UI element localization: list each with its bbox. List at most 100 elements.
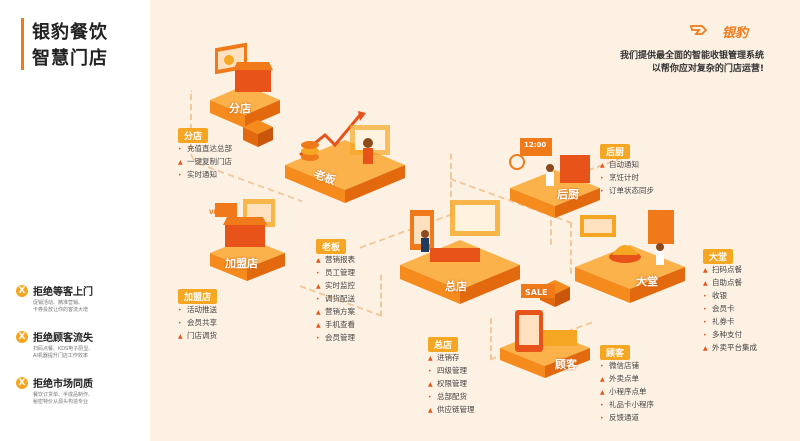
- point-1-desc-line1: 促销活动、精准营销、: [33, 300, 84, 306]
- point-2-desc-line2: AI机器提升门店工作效率: [33, 353, 88, 359]
- arrow-bullet-icon: ▲: [178, 333, 183, 340]
- dot-bullet-icon: •: [600, 188, 604, 195]
- franchise-feature-list: •活动推送•会员共享▲门店调货: [178, 304, 217, 343]
- customer-feature-item: ▲ 外卖点单: [600, 373, 654, 386]
- dot-bullet-icon: •: [600, 175, 604, 182]
- branch-feature-label: 实时通知: [187, 170, 217, 179]
- hall-illustration: [575, 210, 685, 303]
- x-icon: X: [16, 331, 28, 343]
- arrow-bullet-icon: ▲: [600, 376, 605, 383]
- hall-feature-item: ▲自助点餐: [703, 277, 757, 290]
- kitchen-feature-label: 自动通知: [609, 160, 639, 169]
- brand-title-line1: 银豹餐饮: [32, 22, 108, 43]
- arrow-bullet-icon: ▲: [178, 159, 183, 166]
- tagline-line1: 我们提供最全面的智能收银管理系统: [619, 51, 764, 61]
- franchise-feature-head: 加盟店: [178, 289, 218, 304]
- arrow-bullet-icon: ▲: [703, 345, 708, 352]
- point-1-title: 拒绝等客上门: [33, 287, 93, 298]
- customer-platform: SALE 顾客: [495, 280, 595, 384]
- hall-feature-item: •会员卡: [703, 303, 757, 316]
- hq-feature-item: ▲ 进销存: [428, 352, 475, 365]
- title-accent-bar: [21, 18, 24, 70]
- branch-illustration: [210, 42, 280, 128]
- franchise-feature-item: ▲ 门店调货: [178, 330, 217, 343]
- arrow-bullet-icon: ▲: [316, 283, 321, 290]
- franchise-platform-label: 加盟店: [225, 257, 258, 270]
- hall-feature-head: 大堂: [703, 249, 734, 264]
- boss-feature-label: 员工管理: [325, 268, 355, 277]
- customer-feature-head: 顾客: [600, 345, 631, 360]
- dot-bullet-icon: •: [600, 402, 604, 409]
- point-2-desc: 扫码点餐、KDS电子厨显、 AI机器提升门店工作效率: [33, 346, 93, 360]
- boss-feature-label: 营销报表: [325, 255, 355, 264]
- franchise-illustration: [210, 199, 285, 281]
- dot-bullet-icon: •: [316, 296, 320, 303]
- arrow-bullet-icon: ▲: [703, 267, 708, 274]
- dot-bullet-icon: •: [316, 335, 320, 342]
- dot-bullet-icon: •: [703, 293, 707, 300]
- franchise-feature-item: •活动推送: [178, 304, 217, 317]
- dot-bullet-icon: •: [428, 394, 432, 401]
- dot-bullet-icon: •: [178, 320, 182, 327]
- dot-bullet-icon: •: [178, 146, 182, 153]
- customer-platform-label: 顾客: [555, 358, 577, 371]
- customer-feature-list: •微信店铺▲外卖点单▲小程序点单•礼品卡小程序•反馈通道: [600, 360, 654, 425]
- hq-feature-item: • 总部配货: [428, 391, 475, 404]
- hall-feature-label: 多种支付: [712, 330, 742, 339]
- kitchen-feature-label: 订单状态同步: [609, 186, 654, 195]
- hq-feature-list: ▲进销存•四级管理▲权限管理•总部配货▲供应链管理: [428, 352, 475, 417]
- boss-platform: 老板: [280, 95, 410, 209]
- franchise-feature-label: 门店调货: [187, 331, 217, 340]
- hq-feature-label: 总部配货: [437, 392, 467, 401]
- boss-feature-item: ▲实时监控: [316, 280, 355, 293]
- point-3-desc-line2: 秘密特价从源头构造专业: [33, 399, 89, 405]
- point-3-desc: 餐饮订货单、半成品制作、 秘密特价从源头构造专业: [33, 392, 93, 406]
- hall-feature-list: ▲扫码点餐▲自助点餐•收银•会员卡•礼券卡•多种支付▲外卖平台集成: [703, 264, 757, 355]
- arrow-bullet-icon: ▲: [428, 355, 433, 362]
- hall-feature-item: • 收银: [703, 290, 757, 303]
- branch-feature-item: • 实时通知: [178, 169, 232, 182]
- branch-feature-item: ▲一键复制门店: [178, 156, 232, 169]
- branch-feature-head: 分店: [178, 128, 209, 143]
- hall-feature-group: 大堂 ▲扫码点餐▲自助点餐•收银•会员卡•礼券卡•多种支付▲外卖平台集成: [703, 245, 757, 355]
- kitchen-feature-item: • 订单状态同步: [600, 185, 654, 198]
- brand-title-line2: 智慧门店: [32, 48, 108, 69]
- point-2-desc-line1: 扫码点餐、KDS电子厨显、: [33, 346, 94, 352]
- hq-illustration: [400, 200, 520, 304]
- x-icon: X: [16, 377, 28, 389]
- sale-sign-label: SALE: [525, 288, 548, 297]
- kitchen-feature-group: 后厨 ▲自动通知•烹饪计时•订单状态同步: [600, 140, 654, 198]
- franchise-feature-group: 加盟店 •活动推送•会员共享▲门店调货: [178, 285, 218, 343]
- boss-feature-item: •调货配送: [316, 293, 355, 306]
- customer-feature-label: 外卖点单: [609, 374, 639, 383]
- arrow-bullet-icon: ▲: [316, 257, 321, 264]
- point-1-desc: 促销活动、精准营销、 卡券投放让你的客流大增: [33, 300, 88, 314]
- branch-feature-item: • 充值直达总部: [178, 143, 232, 156]
- customer-feature-label: 礼品卡小程序: [609, 400, 654, 409]
- dot-bullet-icon: •: [178, 172, 182, 179]
- dot-bullet-icon: •: [428, 368, 432, 375]
- hall-platform-label: 大堂: [636, 275, 658, 288]
- franchise-platform: VIP 加盟店: [205, 195, 290, 289]
- hall-feature-label: 收银: [712, 291, 727, 300]
- arrow-bullet-icon: ▲: [316, 322, 321, 329]
- point-3-title: 拒绝市场同质: [33, 379, 93, 390]
- branch-feature-label: 充值直达总部: [187, 144, 232, 153]
- kitchen-platform-label: 后厨: [557, 188, 579, 201]
- hall-feature-label: 扫码点餐: [712, 265, 742, 274]
- hall-feature-item: • 多种支付: [703, 329, 757, 342]
- branch-platform-label: 分店: [229, 102, 251, 115]
- boss-feature-item: ▲手机查看: [316, 319, 355, 332]
- branch-feature-list: • 充值直达总部 ▲一键复制门店 • 实时通知: [178, 143, 232, 182]
- hq-feature-label: 供应链管理: [437, 405, 475, 414]
- kitchen-platform: 12:00 后厨: [505, 130, 605, 224]
- hq-feature-label: 进销存: [437, 353, 460, 362]
- hq-feature-label: 四级管理: [437, 366, 467, 375]
- hq-feature-group: 总店 ▲进销存•四级管理▲权限管理•总部配货▲供应链管理: [428, 333, 475, 417]
- left-panel: 银豹餐饮 智慧门店 X 拒绝等客上门 促销活动、精准营销、 卡券投放让你的客流大…: [0, 0, 150, 441]
- kitchen-feature-head: 后厨: [600, 144, 631, 159]
- dot-bullet-icon: •: [703, 306, 707, 313]
- dot-bullet-icon: •: [600, 415, 604, 422]
- dot-bullet-icon: •: [703, 332, 707, 339]
- arrow-bullet-icon: ▲: [600, 162, 605, 169]
